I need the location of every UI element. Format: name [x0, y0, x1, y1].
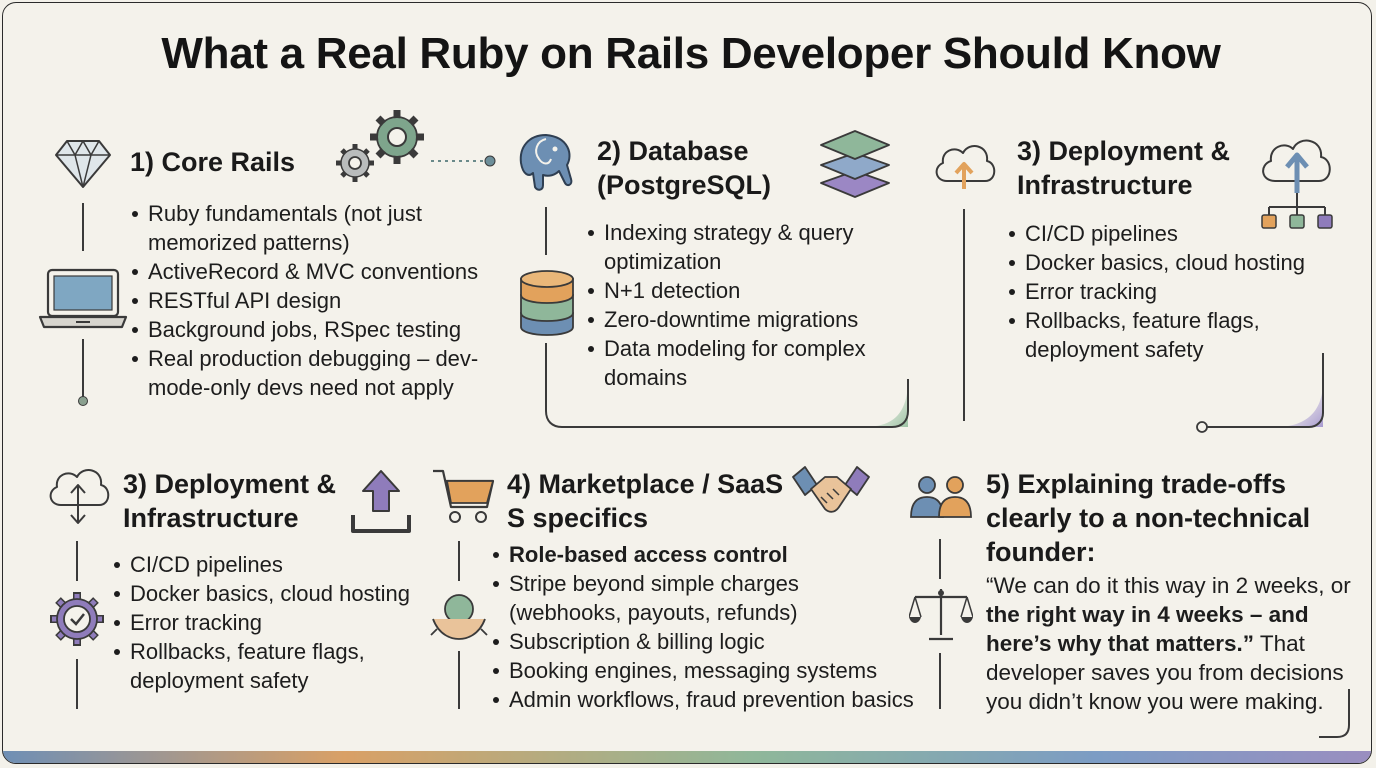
- list-item: Error tracking: [113, 608, 433, 637]
- section-1-heading: 1) Core Rails: [130, 147, 296, 177]
- shopping-cart-icon: [431, 467, 497, 527]
- user-hands-icon: [429, 589, 489, 645]
- connector-line: [545, 207, 547, 255]
- list-item: Docker basics, cloud hosting: [1008, 248, 1338, 277]
- layers-icon: [817, 125, 893, 201]
- connector-line: [76, 541, 78, 581]
- handshake-icon: [791, 463, 871, 521]
- quote-text-1: “We can do it this way in 2 weeks, or: [986, 573, 1351, 598]
- list-item: CI/CD pipelines: [113, 550, 433, 579]
- section-1-bullets: Ruby fundamentals (not just memorized pa…: [131, 199, 503, 402]
- connector-line: [458, 651, 460, 709]
- connector-line: [76, 659, 78, 709]
- list-item: Stripe beyond simple charges (webhooks, …: [492, 569, 839, 627]
- people-icon: [907, 473, 975, 523]
- list-item: Admin workflows, fraud prevention basics: [492, 685, 937, 714]
- section-6-heading-text: 5) Explaining trade-offs clearly to a no…: [986, 469, 1311, 567]
- section-5-bullets: Role-based access control Stripe beyond …: [492, 540, 937, 714]
- database-icon: [517, 267, 577, 337]
- section-2-heading-text: 2) Database (PostgreSQL): [597, 136, 772, 200]
- list-item: Error tracking: [1008, 277, 1338, 306]
- gears-icon: [331, 107, 431, 187]
- list-item: Booking engines, messaging systems: [492, 656, 937, 685]
- list-item: Ruby fundamentals (not just memorized pa…: [131, 199, 503, 257]
- connector-dot: [78, 396, 88, 406]
- cloud-upload-icon: [929, 137, 999, 193]
- connector-line: [82, 339, 84, 397]
- section-6-heading: 5) Explaining trade-offs clearly to a no…: [986, 467, 1336, 569]
- list-item: RESTful API design: [131, 286, 503, 315]
- section-3-heading: 3) Deployment & Infrastructure: [1017, 134, 1267, 202]
- list-item: Rollbacks, feature flags, deployment saf…: [113, 637, 433, 695]
- list-item: ActiveRecord & MVC conventions: [131, 257, 503, 286]
- quote-text-bold: the right way in 4 weeks – and here’s wh…: [986, 602, 1309, 656]
- section-3-bracket: [1195, 353, 1331, 435]
- list-item: Rollbacks, feature flags, deployment saf…: [1008, 306, 1338, 364]
- list-item: Data modeling for complex domains: [587, 334, 897, 392]
- section-3-bullets: CI/CD pipelines Docker basics, cloud hos…: [1008, 219, 1338, 364]
- section-4-bullets: CI/CD pipelines Docker basics, cloud hos…: [113, 550, 433, 695]
- list-item: Background jobs, RSpec testing: [131, 315, 503, 344]
- bottom-color-strip: [3, 751, 1371, 763]
- section-6-bracket: [1299, 689, 1359, 747]
- list-item: Indexing strategy & query optimization: [587, 218, 897, 276]
- section-2-bullets: Indexing strategy & query optimization N…: [587, 218, 897, 392]
- page-title: What a Real Ruby on Rails Developer Shou…: [161, 29, 1221, 78]
- scale-icon: [909, 585, 973, 645]
- postgres-elephant-icon: [515, 131, 577, 195]
- list-item: Docker basics, cloud hosting: [113, 579, 433, 608]
- connector-line: [939, 653, 941, 709]
- connector-line: [458, 541, 460, 581]
- quote-text-2: That developer saves you from decisions …: [986, 631, 1344, 714]
- list-item: Role-based access control: [492, 540, 937, 569]
- list-item: N+1 detection: [587, 276, 897, 305]
- section-2-heading: 2) Database (PostgreSQL): [597, 134, 817, 202]
- laptop-icon: [38, 267, 128, 331]
- list-item: CI/CD pipelines: [1008, 219, 1338, 248]
- connector-line: [939, 539, 941, 579]
- diamond-icon: [53, 137, 113, 191]
- list-item: Subscription & billing logic: [492, 627, 937, 656]
- gear-check-icon: [47, 589, 107, 649]
- section-6-quote: “We can do it this way in 2 weeks, or th…: [986, 571, 1358, 716]
- cloud-network-icon: [1255, 131, 1339, 237]
- section-4-heading-text: 3) Deployment & Infrastructure: [123, 469, 337, 533]
- section-5-heading-text: 4) Marketplace / SaaS S specifics: [507, 469, 784, 533]
- section-4-heading: 3) Deployment & Infrastructure: [123, 467, 363, 535]
- connector-line: [82, 203, 84, 251]
- section-3-heading-text: 3) Deployment & Infrastructure: [1017, 136, 1231, 200]
- connector-line: [431, 154, 497, 168]
- section-2-bracket: [544, 343, 916, 433]
- cloud-sync-icon: [45, 465, 111, 527]
- section-5-heading: 4) Marketplace / SaaS S specifics: [507, 467, 797, 535]
- list-item: Zero-downtime migrations: [587, 305, 897, 334]
- connector-line: [963, 209, 965, 421]
- upload-tray-icon: [349, 467, 413, 537]
- list-item: Real production debugging – dev-mode-onl…: [131, 344, 503, 402]
